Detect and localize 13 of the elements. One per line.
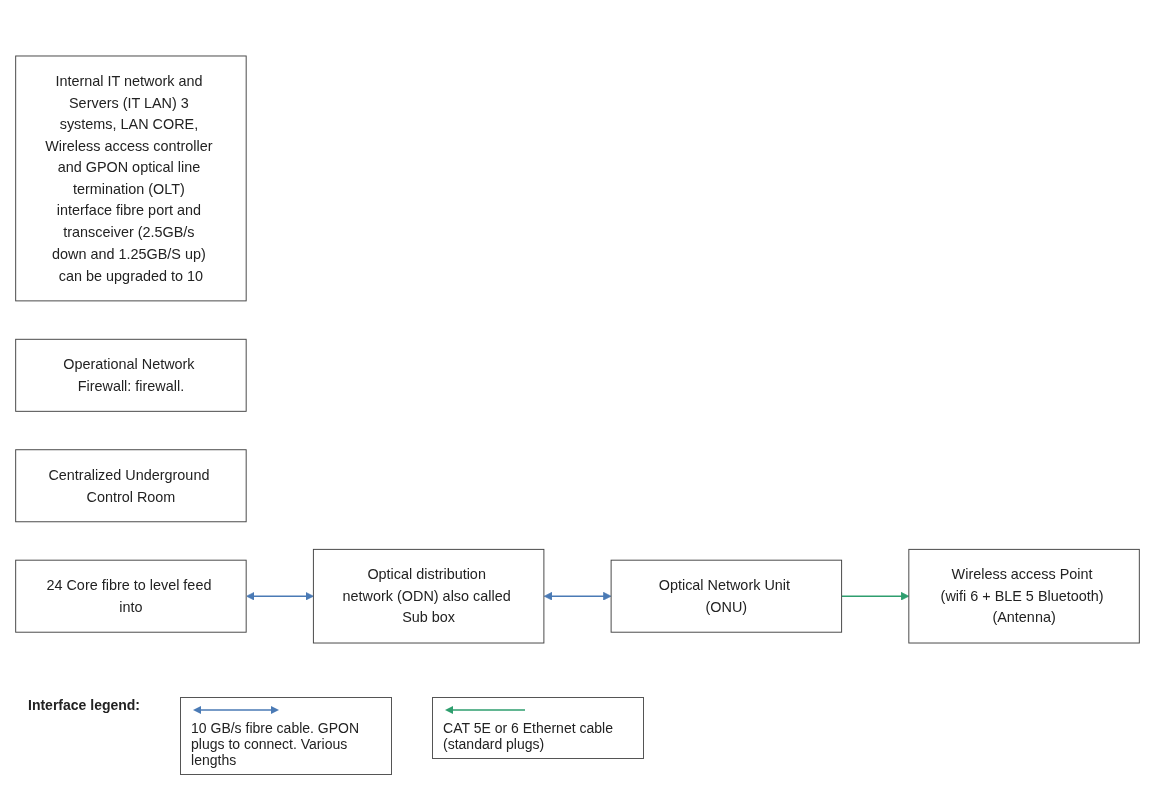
arrow	[840, 591, 910, 601]
arrow	[246, 591, 314, 601]
arrow	[543, 591, 612, 601]
node-box: Centralized Underground Control Room	[15, 449, 247, 523]
node-box: Optical Network Unit (ONU)	[610, 559, 843, 633]
node-box: Internal IT network and Servers (IT LAN) 3 systems, LAN CORE, Wireless access controller and GPON optical line termination (OLT) interface fibre port and transceiver (2.5GB/s down and 1.25GB/S up) can be upgraded to 10	[15, 55, 247, 302]
legend-heading: Interface legend:	[28, 697, 141, 713]
legend-text: 10 GB/s fibre cable. GPON plugs to connect. Various lengths	[191, 720, 361, 768]
node-box: Optical distribution network (ODN) also called Sub box	[312, 548, 545, 644]
node-box: 24 Core fibre to level feed into	[15, 559, 247, 633]
node-box: Wireless access Point (wifi 6 + BLE 5 Bluetooth) (Antenna)	[908, 548, 1140, 644]
node-box: Operational Network Firewall: firewall.	[15, 338, 247, 412]
legend-text: CAT 5E or 6 Ethernet cable (standard plugs)	[443, 720, 614, 752]
